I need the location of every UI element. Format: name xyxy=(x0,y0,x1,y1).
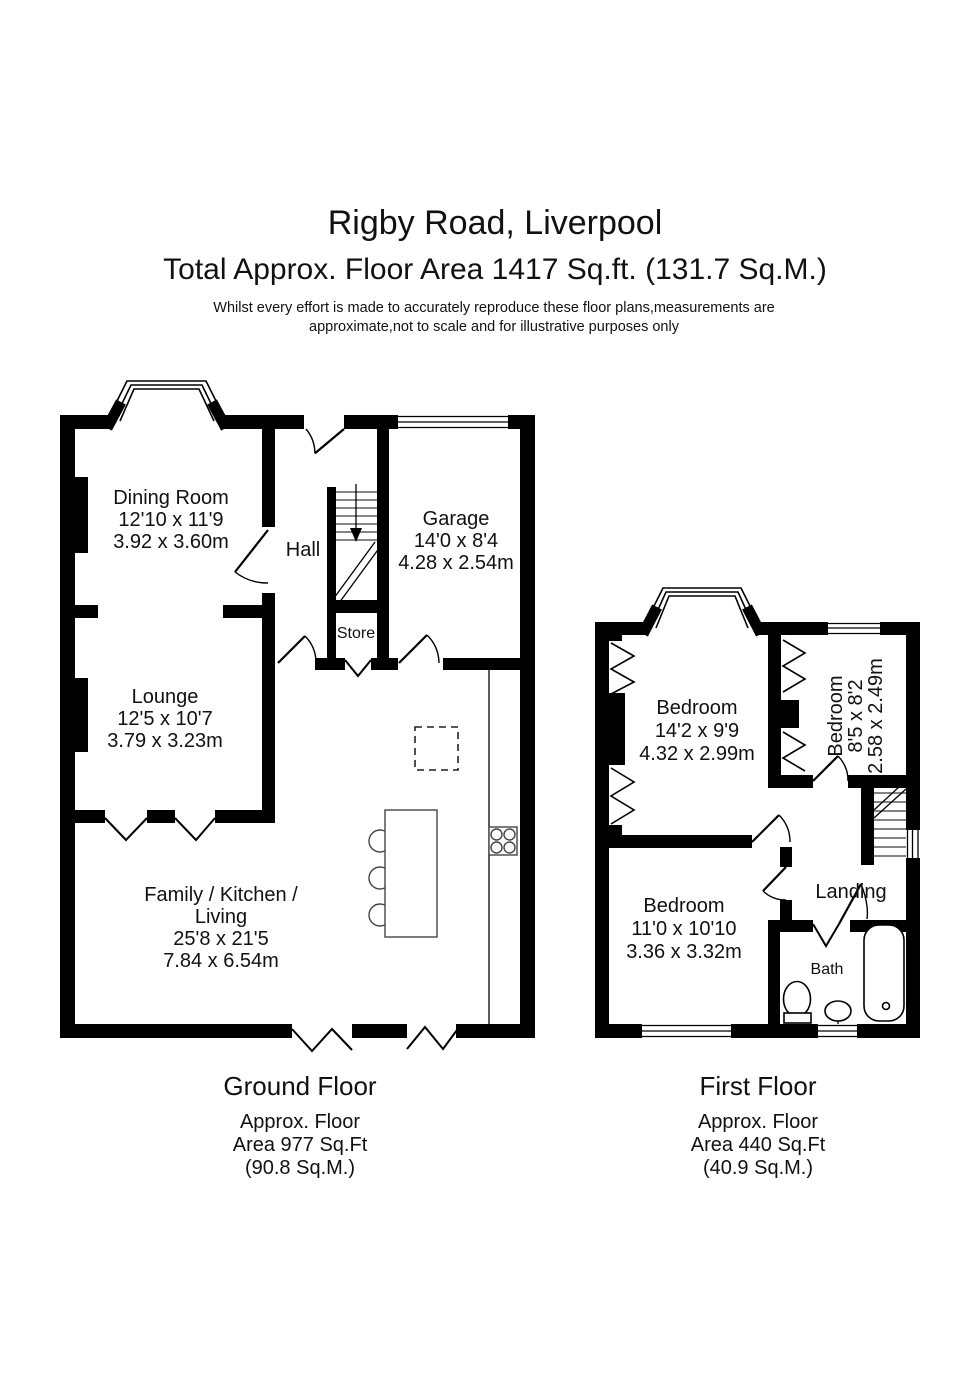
ground-floor-caption: Ground Floor Approx. Floor Area 977 Sq.F… xyxy=(223,1071,377,1179)
first-floor-caption: First Floor Approx. Floor Area 440 Sq.Ft… xyxy=(691,1071,826,1179)
stairs-icon xyxy=(333,484,381,604)
disclaimer-line1: Whilst every effort is made to accuratel… xyxy=(213,300,774,316)
floor-area-first-line1: Approx. Floor xyxy=(698,1111,818,1133)
first-floor-plan: Bedroom 14'2 x 9'9 4.32 x 2.99m Bedroom … xyxy=(595,587,920,1179)
hall-kitchen-door xyxy=(277,635,317,664)
room-label-bath: Bath xyxy=(811,961,844,978)
bedroom3-door xyxy=(762,866,787,901)
wall-stub xyxy=(609,825,622,836)
floor-area-first-line3: (40.9 Sq.M.) xyxy=(703,1157,813,1179)
room-label-lounge: Lounge xyxy=(132,686,199,708)
ground-floor-interior-walls xyxy=(60,429,520,823)
room-dims-bedroom2-metric: 2.58 x 2.49m xyxy=(865,658,887,774)
bay-window-icon xyxy=(638,587,766,637)
room-dims-bedroom3-imperial: 11'0 x 10'10 xyxy=(631,918,736,940)
room-dims-bedroom1-imperial: 14'2 x 9'9 xyxy=(655,720,739,742)
opening-zigzag xyxy=(406,1025,458,1051)
room-dims-lounge-imperial: 12'5 x 10'7 xyxy=(117,708,213,730)
window xyxy=(642,1024,731,1038)
first-floor-labels: Bedroom 14'2 x 9'9 4.32 x 2.99m Bedroom … xyxy=(626,658,887,978)
bath-door xyxy=(812,883,869,948)
room-dims-family-metric: 7.84 x 6.54m xyxy=(163,950,279,972)
front-door xyxy=(305,428,345,455)
opening-zigzag xyxy=(174,817,216,842)
chimney-breast xyxy=(609,693,625,765)
floor-title-first: First Floor xyxy=(700,1071,817,1101)
kitchen-island xyxy=(368,809,438,938)
rooflight-dashed-outline xyxy=(414,726,459,771)
room-dims-bedroom2-imperial: 8'5 x 8'2 xyxy=(845,679,867,752)
room-label-hall: Hall xyxy=(286,539,320,561)
room-dims-lounge-metric: 3.79 x 3.23m xyxy=(107,730,223,752)
floor-area-ground-line3: (90.8 Sq.M.) xyxy=(245,1157,355,1179)
window xyxy=(828,622,880,635)
opening-zigzag xyxy=(291,1027,353,1053)
page-subtitle: Total Approx. Floor Area 1417 Sq.ft. (13… xyxy=(163,253,827,286)
bathtub-icon xyxy=(863,924,905,1022)
hob-icon xyxy=(488,826,518,856)
floor-area-ground-line2: Area 977 Sq.Ft xyxy=(233,1134,368,1156)
room-label-bedroom3: Bedroom xyxy=(643,895,724,917)
wardrobe-zigzag xyxy=(781,731,807,772)
dining-door xyxy=(234,529,269,584)
room-dims-family-imperial: 25'8 x 21'5 xyxy=(173,928,269,950)
wardrobe-zigzag xyxy=(609,642,636,695)
room-label-family-line1: Family / Kitchen / xyxy=(144,884,298,906)
opening-zigzag xyxy=(104,817,148,842)
garage-kitchen-door xyxy=(398,634,440,664)
disclaimer-line2: approximate,not to scale and for illustr… xyxy=(309,319,680,335)
wardrobe-zigzag xyxy=(609,767,636,825)
stairs-icon xyxy=(873,785,907,857)
room-label-garage: Garage xyxy=(423,508,490,530)
bay-window-icon xyxy=(102,380,231,431)
bedroom1-door xyxy=(751,814,791,843)
window xyxy=(818,1024,857,1038)
room-dims-bedroom3-metric: 3.36 x 3.32m xyxy=(626,941,742,963)
room-dims-garage-imperial: 14'0 x 8'4 xyxy=(414,530,498,552)
room-label-landing: Landing xyxy=(815,881,886,903)
room-dims-garage-metric: 4.28 x 2.54m xyxy=(398,552,514,574)
room-label-store: Store xyxy=(337,625,375,642)
wardrobe-zigzag xyxy=(781,639,807,693)
header: Rigby Road, Liverpool Total Approx. Floo… xyxy=(163,204,827,335)
bedroom2-door xyxy=(812,755,849,782)
room-dims-dining-imperial: 12'10 x 11'9 xyxy=(118,509,223,531)
window xyxy=(906,830,919,858)
floor-area-first-line2: Area 440 Sq.Ft xyxy=(691,1134,826,1156)
floor-title-ground: Ground Floor xyxy=(223,1071,377,1101)
ground-floor-plan: Dining Room 12'10 x 11'9 3.92 x 3.60m Ha… xyxy=(60,380,535,1179)
ground-floor-labels: Dining Room 12'10 x 11'9 3.92 x 3.60m Ha… xyxy=(107,487,514,972)
room-label-family-line2: Living xyxy=(195,906,247,928)
sink-icon xyxy=(824,1000,852,1024)
chimney-breast xyxy=(60,678,88,752)
chimney-breast xyxy=(60,477,88,553)
first-floor-interior-walls xyxy=(609,635,918,1024)
room-dims-bedroom1-metric: 4.32 x 2.99m xyxy=(639,743,755,765)
garage-door-window xyxy=(398,415,508,429)
store-opening-zigzag xyxy=(344,659,372,678)
room-label-bedroom1: Bedroom xyxy=(656,697,737,719)
room-label-bedroom2: Bedroom xyxy=(825,675,847,756)
floor-area-ground-line1: Approx. Floor xyxy=(240,1111,360,1133)
stair-direction-arrow xyxy=(350,528,362,542)
page-title: Rigby Road, Liverpool xyxy=(328,204,663,242)
ground-floor-walls xyxy=(60,415,535,1038)
wall-stub xyxy=(609,630,622,641)
room-dims-dining-metric: 3.92 x 3.60m xyxy=(113,531,229,553)
toilet-icon xyxy=(782,980,812,1024)
room-label-dining: Dining Room xyxy=(113,487,229,509)
